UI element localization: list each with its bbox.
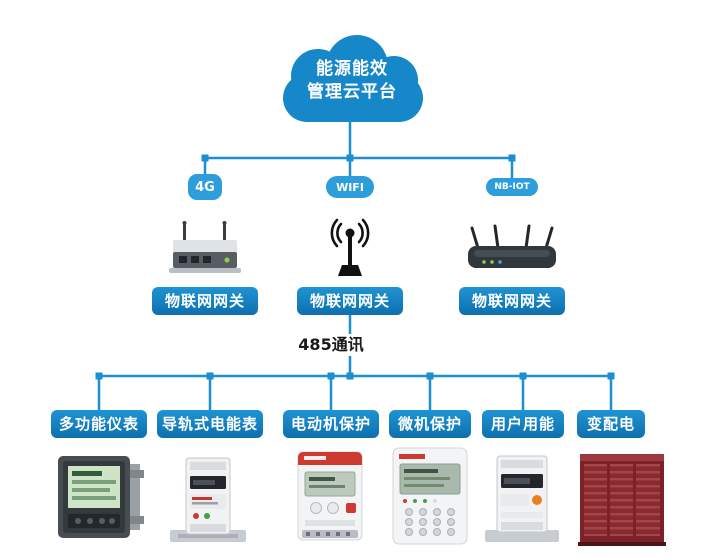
device-label-motor-protection: 电动机保护 [283, 410, 379, 438]
gateway-label-nbiot: 物联网网关 [459, 287, 565, 315]
device-label-micro-protection: 微机保护 [389, 410, 471, 438]
wifi-antenna-icon [324, 218, 376, 284]
device-label-din-rail-meter: 导轨式电能表 [157, 410, 263, 438]
nbiot-router-icon [464, 222, 560, 284]
badge-4g: 4G [188, 174, 222, 200]
motor-protection-image [292, 450, 368, 550]
bus-485-label: 485通讯 [296, 334, 366, 356]
multifunction-meter-image [54, 450, 146, 552]
device-label-multifunction-meter: 多功能仪表 [51, 410, 147, 438]
cloud-platform-title: 能源能效 管理云平台 [272, 58, 432, 104]
gateway-label-wifi: 物联网网关 [297, 287, 403, 315]
micro-protection-image [389, 446, 471, 552]
cloud-title-line2: 管理云平台 [307, 82, 397, 102]
cloud-title-line1: 能源能效 [316, 59, 388, 79]
gateway-label-4g: 物联网网关 [152, 287, 258, 315]
cloud-shape [283, 35, 423, 122]
badge-nb-iot: NB-IOT [486, 178, 538, 196]
badge-wifi: WIFI [326, 176, 374, 198]
device-label-user-energy: 用户用能 [482, 410, 564, 438]
din-rail-meter-image [164, 454, 252, 550]
power-distribution-image [576, 448, 668, 552]
cellular-router-icon [167, 220, 243, 284]
device-label-distribution: 变配电 [577, 410, 645, 438]
user-energy-meter-image [479, 452, 565, 550]
junction-dots [95, 154, 615, 380]
